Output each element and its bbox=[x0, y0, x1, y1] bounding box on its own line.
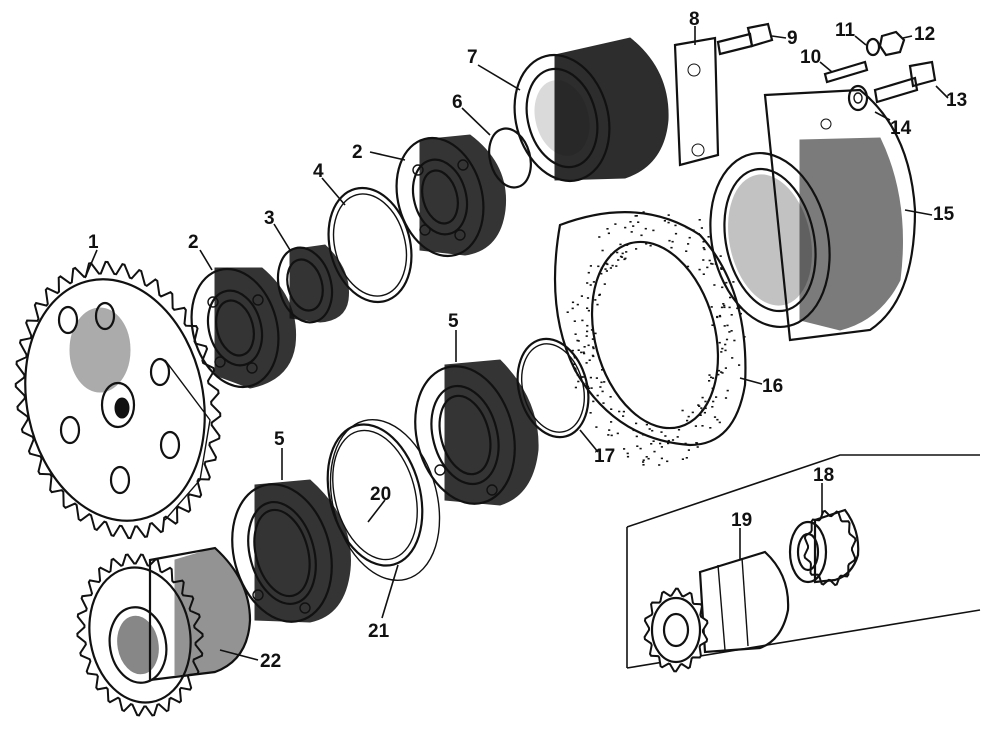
part-2-ball-bearing-left bbox=[190, 267, 297, 389]
label-5a: 5 bbox=[448, 311, 459, 332]
label-9: 9 bbox=[787, 28, 798, 49]
label-3: 3 bbox=[264, 208, 275, 229]
part-5-bearing-lower bbox=[231, 479, 351, 623]
label-22: 22 bbox=[260, 651, 281, 672]
label-18: 18 bbox=[813, 465, 834, 486]
part-2-ball-bearing-upper bbox=[395, 134, 507, 258]
label-11: 11 bbox=[835, 20, 856, 41]
part-12-nut bbox=[878, 30, 906, 57]
part-14-washer bbox=[847, 84, 869, 112]
label-21: 21 bbox=[368, 621, 390, 642]
part-5-bearing-middle bbox=[414, 359, 539, 506]
part-8-lock-plate bbox=[673, 36, 720, 167]
label-13: 13 bbox=[946, 90, 967, 111]
part-7-bearing-race bbox=[513, 37, 669, 183]
part-13-bolt bbox=[873, 60, 937, 104]
leader-lines bbox=[84, 26, 949, 661]
label-15: 15 bbox=[933, 204, 955, 225]
part-9-bolt bbox=[716, 22, 774, 56]
label-4: 4 bbox=[313, 161, 324, 182]
part-10-stud bbox=[823, 60, 869, 84]
part-18-splined-gear bbox=[788, 508, 860, 587]
label-1: 1 bbox=[88, 232, 99, 253]
part-labels: 1 2 3 4 2 6 7 8 9 10 11 12 13 14 15 16 5… bbox=[88, 9, 967, 672]
label-10: 10 bbox=[800, 47, 821, 68]
label-19: 19 bbox=[731, 510, 752, 531]
label-14: 14 bbox=[890, 118, 912, 139]
label-8: 8 bbox=[689, 9, 700, 30]
label-20: 20 bbox=[370, 484, 391, 505]
part-16-gasket bbox=[553, 211, 747, 466]
label-17: 17 bbox=[594, 446, 615, 467]
label-16: 16 bbox=[762, 376, 783, 397]
label-2b: 2 bbox=[352, 142, 363, 163]
label-2a: 2 bbox=[188, 232, 199, 253]
label-12: 12 bbox=[914, 24, 935, 45]
part-11-washer bbox=[865, 37, 881, 57]
label-5b: 5 bbox=[274, 429, 285, 450]
part-1-large-gear bbox=[14, 260, 222, 540]
part-6-snap-ring bbox=[488, 127, 532, 189]
label-7: 7 bbox=[467, 47, 478, 68]
part-15-housing-flange bbox=[709, 88, 917, 342]
part-17-snap-ring bbox=[516, 337, 590, 439]
part-22-splined-gear bbox=[76, 546, 252, 717]
label-6: 6 bbox=[452, 92, 463, 113]
part-19-coupling bbox=[643, 550, 790, 673]
part-4-snap-ring bbox=[327, 186, 413, 304]
